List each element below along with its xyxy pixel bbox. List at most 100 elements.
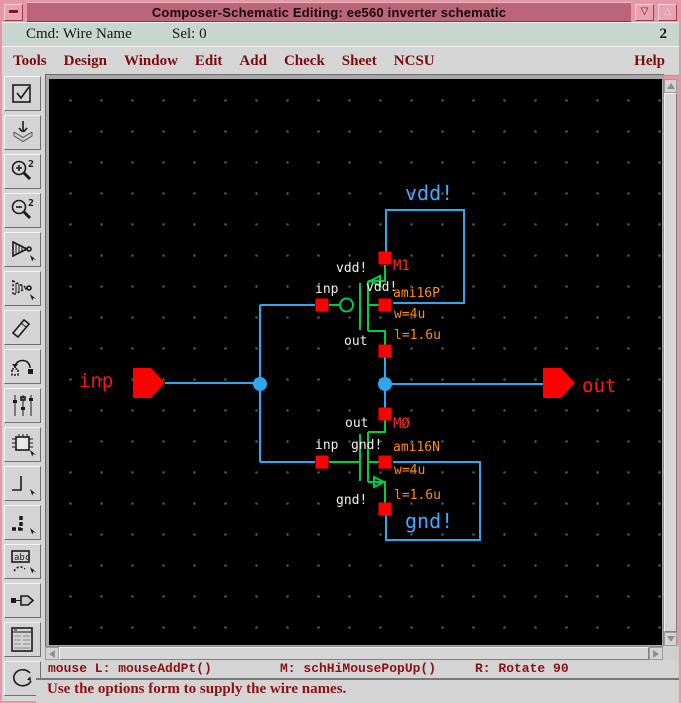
menu-window[interactable]: Window xyxy=(123,52,178,69)
triangle-up-icon: △ xyxy=(663,6,672,17)
terminal-squares[interactable] xyxy=(315,251,392,516)
save-icon xyxy=(8,118,38,147)
horizontal-scroll-thumb[interactable] xyxy=(59,647,649,660)
cmd-options-icon xyxy=(8,625,38,654)
undo-button[interactable] xyxy=(4,349,41,384)
m0-drain-net[interactable]: out xyxy=(345,416,369,431)
m1-width[interactable]: w=4u xyxy=(394,307,426,322)
menu-sheet[interactable]: Sheet xyxy=(341,52,377,69)
zoom-out-2x-button[interactable]: 2 xyxy=(4,193,41,228)
menu-ncsu[interactable]: NCSU xyxy=(393,52,435,69)
svg-text:2: 2 xyxy=(28,159,34,170)
svg-text:abc: abc xyxy=(14,553,30,563)
menu-tools[interactable]: Tools xyxy=(13,52,47,69)
pin-label-out[interactable]: out xyxy=(582,375,617,397)
pin-label-inp[interactable]: inp xyxy=(79,370,114,392)
maximize-button[interactable]: △ xyxy=(658,3,677,21)
menu-edit[interactable]: Edit xyxy=(194,52,223,69)
m1-length[interactable]: l=1.6u xyxy=(394,328,441,343)
m1-drain-net[interactable]: out xyxy=(344,334,368,349)
pin-button[interactable] xyxy=(4,583,41,618)
check-save-button[interactable] xyxy=(4,76,41,111)
m1-source-net[interactable]: vdd! xyxy=(336,261,368,276)
title-bar: Composer-Schematic Editing: ee560 invert… xyxy=(2,2,679,22)
net-label-vdd[interactable]: vdd! xyxy=(405,181,454,205)
m1-model[interactable]: ami16P xyxy=(393,286,440,301)
undo-icon xyxy=(8,352,38,381)
m0-gate-terminal xyxy=(315,455,329,469)
junction-dot-output[interactable] xyxy=(378,377,392,391)
wide-wire-button[interactable] xyxy=(4,505,41,540)
m0-width[interactable]: w=4u xyxy=(394,463,426,478)
menu-bar: Tools Design Window Edit Add Check Sheet NCSU H… xyxy=(2,46,679,76)
cmd-options-button[interactable] xyxy=(4,622,41,657)
scroll-down-button[interactable] xyxy=(664,632,677,646)
vertical-scroll-thumb[interactable] xyxy=(664,93,677,632)
m0-gate-net[interactable]: inp xyxy=(315,438,339,453)
rotate-icon xyxy=(8,664,38,693)
status-message: Use the options form to supply the wire … xyxy=(47,681,347,697)
m1-bulk-terminal xyxy=(378,298,392,312)
wire-icon xyxy=(8,469,38,498)
title-strip[interactable]: Composer-Schematic Editing: ee560 invert… xyxy=(27,2,631,22)
window-title: Composer-Schematic Editing: ee560 invert… xyxy=(151,4,507,20)
instance-icon xyxy=(8,430,38,459)
m0-bulk-terminal xyxy=(378,455,392,469)
instance-button[interactable] xyxy=(4,427,41,462)
m1-gate-terminal xyxy=(315,298,329,312)
toolbar: 2 2 abc xyxy=(2,74,45,701)
pin-icon xyxy=(8,586,38,615)
menu-add[interactable]: Add xyxy=(239,52,267,69)
iconify-button[interactable]: ▽ xyxy=(635,3,654,21)
wire-button[interactable] xyxy=(4,466,41,501)
save-button[interactable] xyxy=(4,115,41,150)
current-command-label: Cmd: Wire Name xyxy=(26,26,132,42)
delete-icon xyxy=(8,313,38,342)
nmos-m0-symbol[interactable] xyxy=(329,420,387,503)
window-menu-button[interactable] xyxy=(4,3,23,21)
m1-bulk-net[interactable]: vdd! xyxy=(366,280,398,295)
horizontal-scrollbar[interactable] xyxy=(45,646,663,660)
message-bar: Use the options form to supply the wire … xyxy=(36,678,679,703)
m0-model[interactable]: ami16N xyxy=(393,440,440,455)
wire-name-button[interactable]: abc xyxy=(4,544,41,579)
net-label-gnd[interactable]: gnd! xyxy=(405,509,454,533)
triangle-down-icon: ▽ xyxy=(640,6,649,17)
wire-name-icon: abc xyxy=(8,547,38,576)
menu-check[interactable]: Check xyxy=(283,52,325,69)
property-button[interactable] xyxy=(4,388,41,423)
mouse-bindings-bar: mouse L: mouseAddPt() M: schHiMousePopUp… xyxy=(45,660,679,678)
mouse-left-binding: mouse L: mouseAddPt() xyxy=(48,661,212,676)
mouse-middle-binding: M: schHiMousePopUp() xyxy=(280,661,437,676)
m0-bulk-net[interactable]: gnd! xyxy=(351,438,383,453)
scroll-right-button[interactable] xyxy=(649,647,663,660)
junction-dot-input[interactable] xyxy=(253,377,267,391)
vertical-scrollbar[interactable] xyxy=(663,79,677,646)
m0-source-net[interactable]: gnd! xyxy=(336,493,368,508)
m0-drain-terminal xyxy=(378,407,392,421)
wire-gnd-loop[interactable] xyxy=(385,461,481,541)
m0-length[interactable]: l=1.6u xyxy=(394,488,441,503)
menu-help[interactable]: Help xyxy=(634,52,665,69)
copy-button[interactable] xyxy=(4,271,41,306)
scroll-left-button[interactable] xyxy=(45,647,59,660)
zoom-in-2x-button[interactable]: 2 xyxy=(4,154,41,189)
delete-button[interactable] xyxy=(4,310,41,345)
pmos-m1-symbol[interactable] xyxy=(329,265,386,345)
m1-name[interactable]: M1 xyxy=(393,258,410,274)
pin-out[interactable] xyxy=(543,368,575,398)
zoom-out-2x-icon: 2 xyxy=(8,196,38,225)
m1-source-terminal xyxy=(378,251,392,265)
m0-name[interactable]: MØ xyxy=(393,416,410,432)
stretch-icon xyxy=(8,235,38,264)
pending-count-label: 2 xyxy=(659,26,668,42)
m1-gate-net[interactable]: inp xyxy=(315,282,339,297)
scroll-up-button[interactable] xyxy=(664,79,677,93)
pin-inp[interactable] xyxy=(133,368,165,398)
stretch-button[interactable] xyxy=(4,232,41,267)
menu-design[interactable]: Design xyxy=(63,52,107,69)
wide-wire-icon xyxy=(8,508,38,537)
wire-vdd-loop[interactable] xyxy=(385,209,465,304)
